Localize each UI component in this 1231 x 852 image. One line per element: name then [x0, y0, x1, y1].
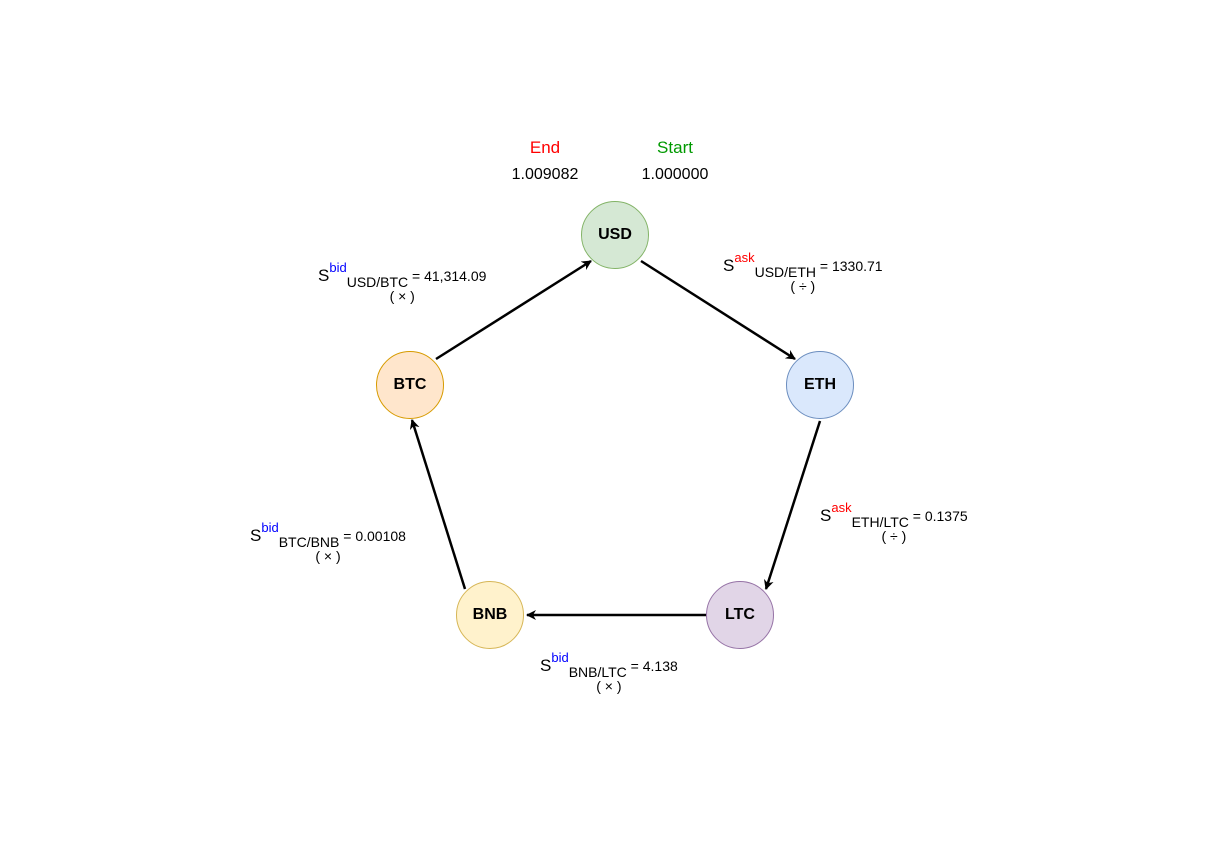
node-ltc: LTC: [706, 581, 774, 649]
edge-label-bnb-btc: SbidBTC/BNB = 0.00108 ( × ): [250, 520, 406, 564]
start-value: 1.000000: [641, 166, 709, 183]
arrow-usd-to-eth: [640, 259, 796, 361]
start-label: Start: [657, 138, 693, 157]
arrow-btc-to-usd: [435, 259, 592, 361]
arrow-eth-to-ltc: [763, 420, 822, 590]
end-value: 1.009082: [511, 166, 579, 183]
end-label: End: [529, 138, 561, 157]
node-bnb: BNB: [456, 581, 524, 649]
node-btc: BTC: [376, 351, 444, 419]
node-usd: USD: [581, 201, 649, 269]
edge-label-eth-ltc: SaskETH/LTC = 0.1375 ( ÷ ): [820, 500, 968, 544]
arrow-bnb-to-btc: [409, 419, 467, 590]
node-eth: ETH: [786, 351, 854, 419]
edge-label-ltc-bnb: SbidBNB/LTC = 4.138 ( × ): [540, 650, 678, 694]
edge-label-usd-eth: SaskUSD/ETH = 1330.71 ( ÷ ): [723, 250, 883, 294]
edge-label-btc-usd: SbidUSD/BTC = 41,314.09 ( × ): [318, 260, 487, 304]
